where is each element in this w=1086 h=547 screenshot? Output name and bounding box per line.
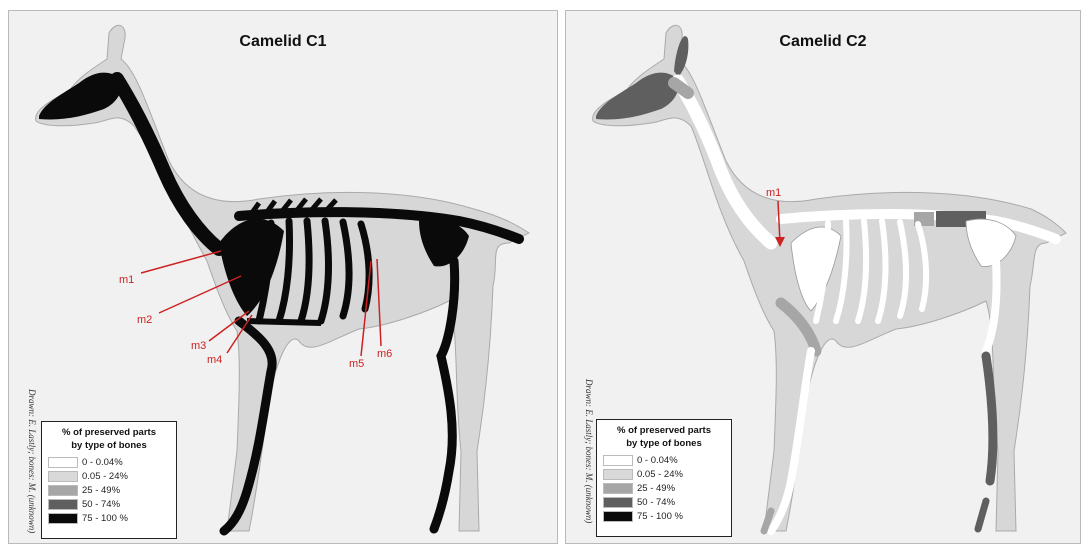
- legend-title-line2: by type of bones: [597, 437, 731, 450]
- legend-entry: 25 - 49%: [42, 483, 176, 497]
- legend-swatch: [48, 513, 78, 524]
- legend-label: 25 - 49%: [637, 483, 675, 494]
- legend-swatch: [48, 485, 78, 496]
- legend-entry: 50 - 74%: [42, 497, 176, 511]
- marker-m1: m1: [119, 274, 134, 286]
- legend-entry: 25 - 49%: [597, 481, 731, 495]
- camelid-c2-panel: Camelid C2: [565, 10, 1081, 544]
- legend-swatch: [48, 471, 78, 482]
- tibia-bone: [986, 356, 993, 481]
- legend-label: 75 - 100 %: [637, 511, 683, 522]
- legend: % of preserved parts by type of bones 0 …: [596, 419, 732, 537]
- legend-label: 0.05 - 24%: [82, 471, 128, 482]
- legend-entry: 75 - 100 %: [42, 511, 176, 525]
- drawing-credit: Drawn: E. Lastly; bones: M. (unknown): [584, 379, 594, 523]
- legend-title-line1: % of preserved parts: [597, 424, 731, 437]
- legend-entry: 50 - 74%: [597, 495, 731, 509]
- legend-swatch: [48, 457, 78, 468]
- legend-title-line1: % of preserved parts: [42, 426, 176, 439]
- legend-label: 50 - 74%: [82, 499, 120, 510]
- marker-m5: m5: [349, 358, 364, 370]
- legend-entry: 0.05 - 24%: [597, 467, 731, 481]
- legend-swatch: [603, 455, 633, 466]
- legend-label: 50 - 74%: [637, 497, 675, 508]
- legend-entry: 0 - 0.04%: [42, 455, 176, 469]
- legend: % of preserved parts by type of bones 0 …: [41, 421, 177, 539]
- legend-swatch: [603, 483, 633, 494]
- legend-swatch: [48, 499, 78, 510]
- camelid-c1-panel: Camelid C1: [8, 10, 558, 544]
- legend-label: 75 - 100 %: [82, 513, 128, 524]
- sternum: [247, 321, 321, 323]
- marker-m4: m4: [207, 354, 222, 366]
- marker-m3: m3: [191, 340, 206, 352]
- legend-swatch: [603, 497, 633, 508]
- legend-entry: 0 - 0.04%: [597, 453, 731, 467]
- marker-m1: m1: [766, 187, 781, 199]
- legend-entry: 0.05 - 24%: [42, 469, 176, 483]
- hind-hoof: [978, 501, 986, 529]
- marker-m6: m6: [377, 348, 392, 360]
- legend-label: 0 - 0.04%: [637, 455, 678, 466]
- legend-swatch: [603, 511, 633, 522]
- legend-label: 0 - 0.04%: [82, 457, 123, 468]
- legend-label: 25 - 49%: [82, 485, 120, 496]
- legend-entry: 75 - 100 %: [597, 509, 731, 523]
- legend-label: 0.05 - 24%: [637, 469, 683, 480]
- legend-swatch: [603, 469, 633, 480]
- atlas-vertebra: [674, 83, 688, 93]
- drawing-credit: Drawn: E. Lastly; bones: M. (unknown): [27, 389, 37, 533]
- marker-m2: m2: [137, 314, 152, 326]
- legend-title-line2: by type of bones: [42, 439, 176, 452]
